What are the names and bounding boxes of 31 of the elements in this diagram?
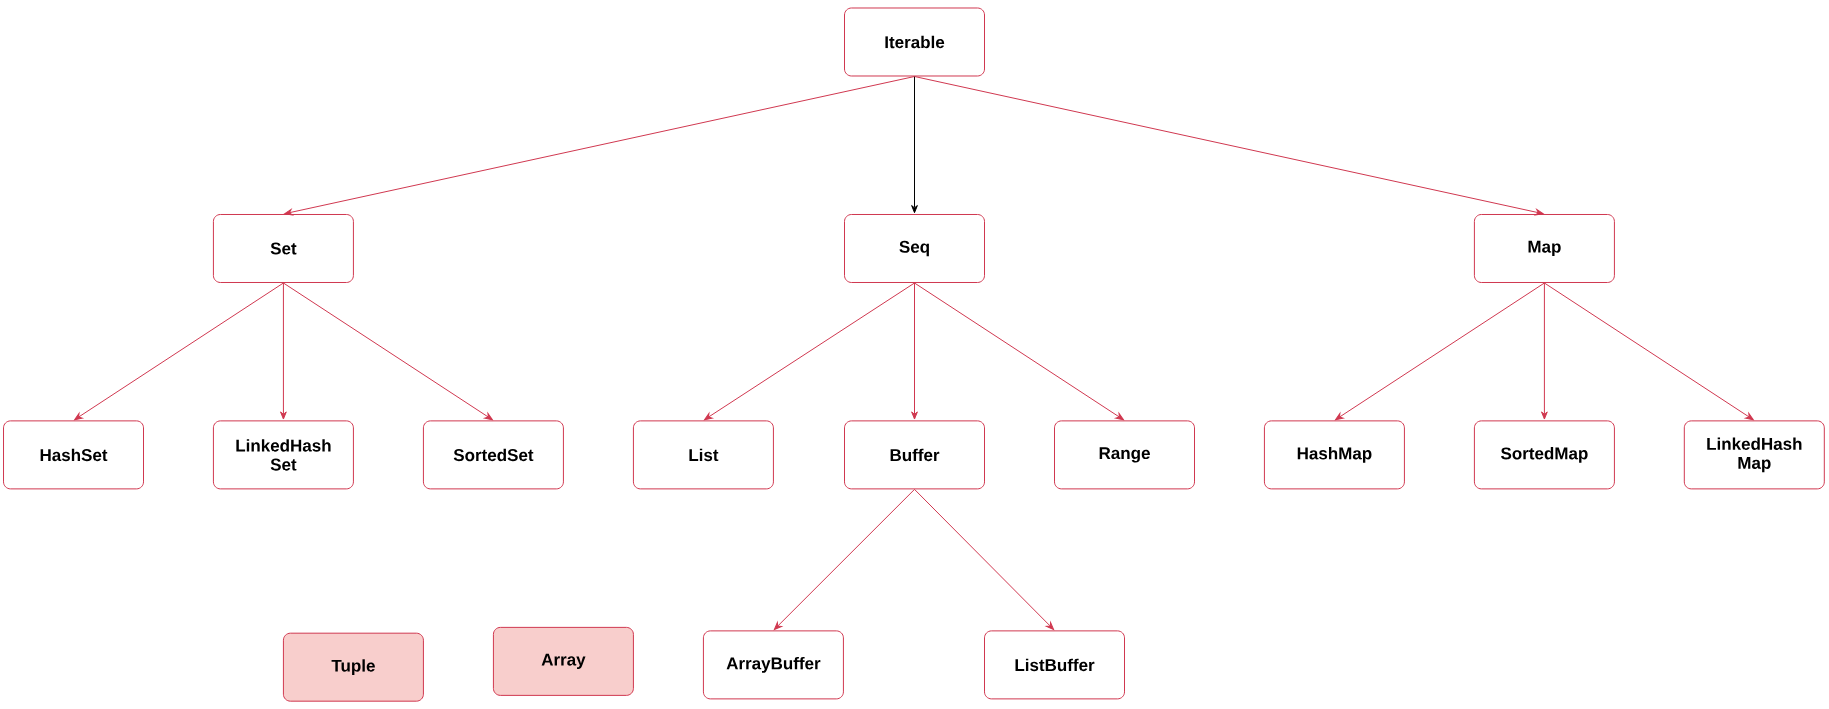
class-box: List bbox=[632, 420, 774, 490]
arrow bbox=[1541, 282, 1548, 420]
class-box: HashSet bbox=[3, 420, 144, 490]
class-box: Iterable bbox=[844, 7, 985, 77]
class-box: Seq bbox=[844, 214, 985, 283]
arrow bbox=[284, 76, 915, 216]
class-box: LinkedHash Set bbox=[212, 420, 354, 490]
class-box: Range bbox=[1054, 420, 1195, 490]
class-box: Buffer bbox=[844, 420, 985, 490]
class-box: Array bbox=[492, 626, 634, 696]
class-box: Tuple bbox=[282, 632, 424, 702]
class-box: SortedMap bbox=[1473, 420, 1615, 490]
arrow bbox=[1543, 282, 1754, 421]
class-box: LinkedHash Map bbox=[1683, 420, 1825, 490]
arrow bbox=[1335, 282, 1545, 421]
class-box: HashMap bbox=[1263, 420, 1405, 490]
class-box: ListBuffer bbox=[984, 630, 1125, 700]
arrow bbox=[914, 76, 1544, 216]
class-box: SortedSet bbox=[422, 420, 564, 490]
arrow bbox=[282, 282, 493, 421]
arrow bbox=[773, 488, 915, 630]
class-box: ArrayBuffer bbox=[702, 630, 844, 700]
arrow bbox=[280, 282, 287, 420]
class-box: Set bbox=[212, 214, 354, 283]
arrow bbox=[911, 282, 918, 420]
arrow bbox=[704, 282, 915, 421]
class-box: Map bbox=[1473, 214, 1615, 283]
arrow bbox=[914, 488, 1055, 630]
arrow bbox=[914, 282, 1124, 421]
arrow bbox=[911, 76, 918, 214]
arrow bbox=[74, 282, 284, 421]
